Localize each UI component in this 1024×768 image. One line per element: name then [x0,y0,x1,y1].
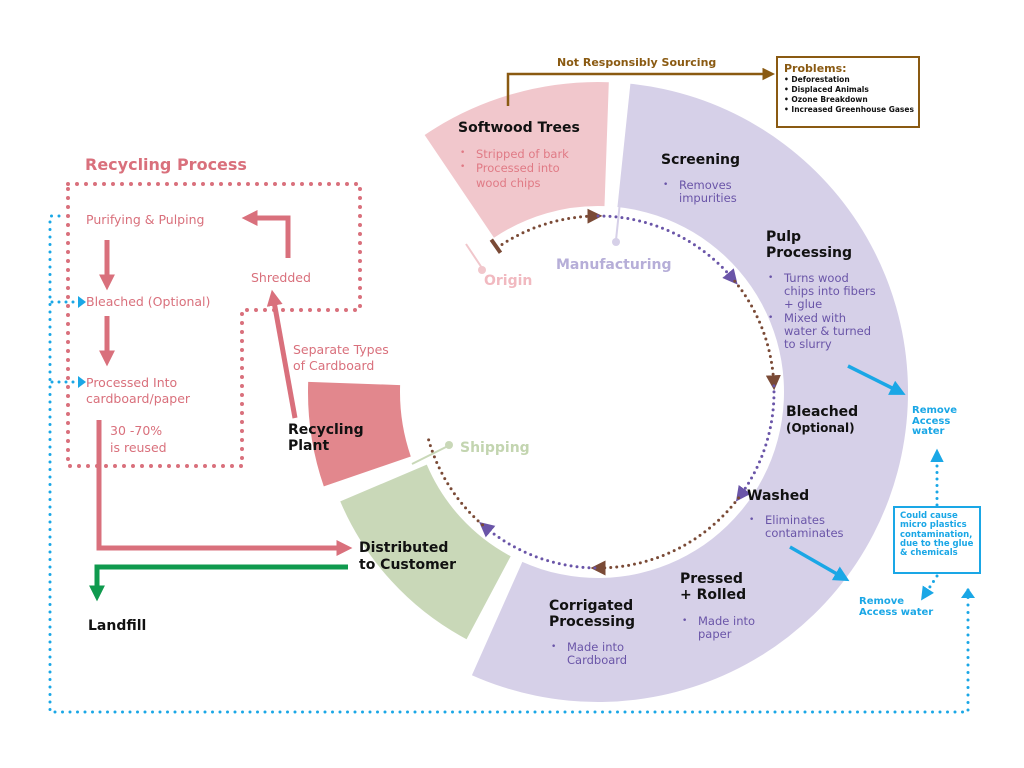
softwood-trees-title: Softwood Trees [458,120,580,136]
corrigated-title-line: Corrigated [549,598,634,614]
water-loop-arrowhead [961,588,975,598]
pulp-bullet: Mixed with water & turned to slurry [766,311,878,352]
pulp-processing-title: Pulp Processing [766,229,852,261]
pressed-title-line: + Rolled [680,587,747,604]
reused-line: 30 -70% [110,423,163,438]
arrow-distributed-to-landfill [88,564,348,602]
remove-water-line: Remove [859,596,905,607]
cycle-pulp-to-bleached [733,279,781,391]
separate-types-label: Separate Types of Cardboard [293,342,389,373]
recycling-process-title: Recycling Process [85,155,247,174]
problem-item: Increased Greenhouse Gases [784,105,914,115]
screening-bullets: Removes impurities [661,178,751,205]
shipping-dot [445,441,453,449]
distributed-title-line: Distributed [359,540,449,556]
corrigated-bullet: Made into Cardboard [549,640,645,667]
recycling-plant: Recycling Plant [288,422,364,454]
plant-title-line: Recycling [288,422,364,438]
water-feed-processed-arrowhead [78,376,86,388]
bleached-title: Bleached [786,404,859,420]
reused-percentage: 30 -70% is reused [110,423,167,457]
recycling-process-boundary [66,182,362,468]
washed-title: Washed [747,488,810,504]
corrigated-title-line: Processing [549,614,636,631]
remove-water-line: Access [912,415,951,427]
pressed-rolled-title: Pressed + Rolled [680,571,746,603]
arrow-washed-to-remove-water [789,545,850,582]
problem-item: Displaced Animals [784,85,912,95]
pulp-title-line: Pulp [766,229,802,245]
distributed-to-customer: Distributed to Customer [359,540,456,574]
processed-line: cardboard/paper [86,390,191,406]
stage-shipping: Shipping [460,440,530,456]
remove-water-line: Access water [859,606,934,618]
corrigated-processing-title: Corrigated Processing [549,598,635,630]
pressed-title-line: Pressed [680,571,743,587]
manufacturing-dot [612,238,620,246]
pressed-bullet: Made into paper [680,614,770,641]
remove-water-line: water [912,426,945,437]
distributed-title-line: to Customer [359,556,457,573]
plant-title-line: Plant [288,438,330,455]
remove-water-line: Remove [912,405,958,416]
water-feed-bleached-arrowhead [78,296,86,308]
arrow-plant-to-shredded [266,289,298,419]
cycle-screening-to-pulp [596,214,738,285]
stage-manufacturing: Manufacturing [556,257,672,273]
corrigated-bullets: Made into Cardboard [549,640,645,667]
cycle-pressed-to-corrigated [479,522,597,570]
not-responsibly-sourcing-arrow [506,67,775,106]
softwood-bullets: Stripped of bark Processed into wood chi… [458,147,586,190]
problems-title: Problems: [784,62,847,75]
washed-bullets: Eliminates contaminates [747,513,847,540]
cycle-start-tick [489,238,503,254]
arrow-pulp-to-remove-water [847,364,906,395]
stage-origin: Origin [484,273,533,289]
dotted-warning-to-bottom [921,574,939,601]
manufacturing-connector [615,201,621,241]
segment-recycling-plant [308,381,411,487]
screening-title: Screening [661,152,741,168]
separate-line: of Cardboard [293,357,375,373]
processed-line: Processed Into [86,375,178,390]
microplastics-warning-box: Could cause micro plastics contamination… [893,506,981,574]
pulp-bullet: Turns wood chips into fibers + glue [766,271,878,312]
recycle-step-processed: Processed Into cardboard/paper [86,375,190,406]
screening-bullet: Removes impurities [661,178,751,205]
recycle-step-shredded: Shredded [251,270,311,285]
softwood-bullet: Stripped of bark [458,147,586,161]
washed-bullet: Eliminates contaminates [747,513,847,540]
bleached-subtitle: (Optional) [786,421,855,435]
problems-box: Problems: Deforestation Displaced Animal… [776,56,920,128]
recycle-step-bleached: Bleached (Optional) [86,294,211,309]
pulp-title-line: Processing [766,245,853,262]
pressed-bullets: Made into paper [680,614,770,641]
remove-access-water-top: Remove Access water [912,405,958,438]
water-return-loop [48,214,970,714]
segment-shipping [340,464,511,640]
origin-dot [478,266,486,274]
landfill-label: Landfill [88,618,147,634]
segment-manufacturing [471,83,908,702]
reused-line: is reused [110,439,167,455]
shipping-connector [411,445,449,465]
recycle-step-purifying: Purifying & Pulping [86,212,205,227]
cycle-washed-to-pressed [590,496,741,576]
pulp-bullets: Turns wood chips into fibers + glue Mixe… [766,271,878,352]
problem-item: Deforestation [784,75,912,85]
not-responsibly-sourcing-label: Not Responsibly Sourcing [557,56,717,69]
problem-item: Ozone Breakdown [784,95,912,105]
remove-access-water-bottom: Remove Access water [859,596,934,618]
arrow-shredded-to-purify [241,209,291,258]
separate-line: Separate Types [293,342,389,357]
origin-connector [465,243,483,269]
softwood-bullet: Processed into wood chips [458,161,586,190]
arrow-reused-to-distributed [96,420,353,557]
cycle-bleached-to-washed [735,384,776,502]
